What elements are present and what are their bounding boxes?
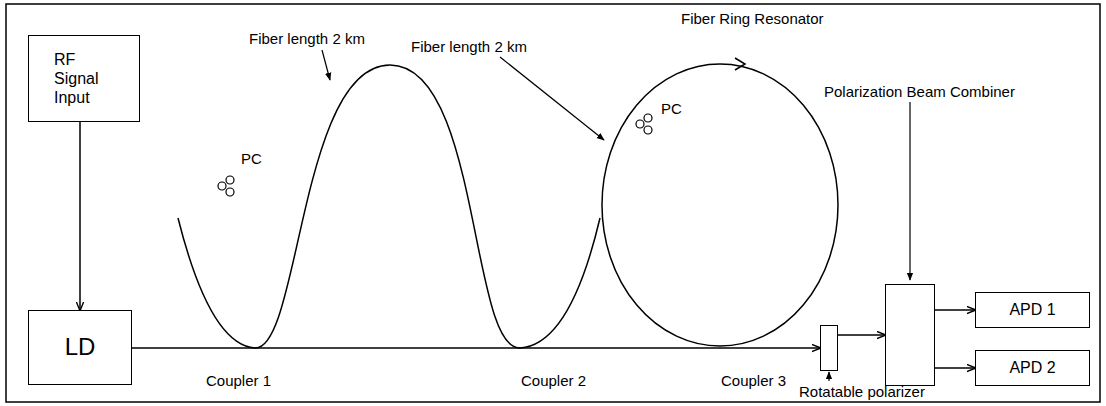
leader-line bbox=[909, 102, 910, 280]
annotation-label: Fiber length 2 km bbox=[248, 30, 366, 47]
coupler-label: Coupler 1 bbox=[205, 372, 272, 389]
annotation-label: Fiber Ring Resonator bbox=[680, 10, 825, 27]
signal-connector bbox=[838, 334, 885, 336]
box-text: APD 1 bbox=[1009, 300, 1055, 319]
leader-line bbox=[828, 372, 829, 381]
signal-connector bbox=[79, 122, 81, 310]
component-box: APD 2 bbox=[975, 350, 1090, 386]
component-box: RF Signal Input bbox=[28, 35, 140, 122]
annotation-label: Fiber length 2 km bbox=[410, 38, 528, 55]
component-box: LD bbox=[28, 310, 132, 385]
optical-fiber bbox=[132, 347, 820, 349]
annotation-label: PC bbox=[240, 150, 263, 167]
component-label: Polarization Beam Combiner bbox=[824, 83, 1015, 101]
ring-direction-arrow bbox=[735, 58, 745, 70]
signal-connector bbox=[935, 309, 975, 311]
polarization-controller bbox=[218, 176, 234, 196]
fiber-ring bbox=[602, 64, 838, 346]
fiber-loop bbox=[178, 65, 600, 348]
coupler-label: Coupler 2 bbox=[520, 372, 587, 389]
box-text: RF Signal Input bbox=[54, 50, 114, 108]
component-box: Rotatable polarizer bbox=[820, 325, 838, 371]
box-text: APD 2 bbox=[1009, 358, 1055, 377]
polarization-controller bbox=[636, 114, 652, 134]
box-text: LD bbox=[65, 333, 96, 362]
frame bbox=[6, 4, 1100, 402]
component-box: Polarization Beam Combiner bbox=[885, 284, 935, 386]
annotation-label: PC bbox=[660, 100, 683, 117]
coupler-label: Coupler 3 bbox=[720, 372, 787, 389]
signal-connector bbox=[935, 367, 975, 369]
leader-line bbox=[500, 57, 604, 140]
leader-line bbox=[322, 50, 330, 80]
component-box: APD 1 bbox=[975, 292, 1090, 328]
